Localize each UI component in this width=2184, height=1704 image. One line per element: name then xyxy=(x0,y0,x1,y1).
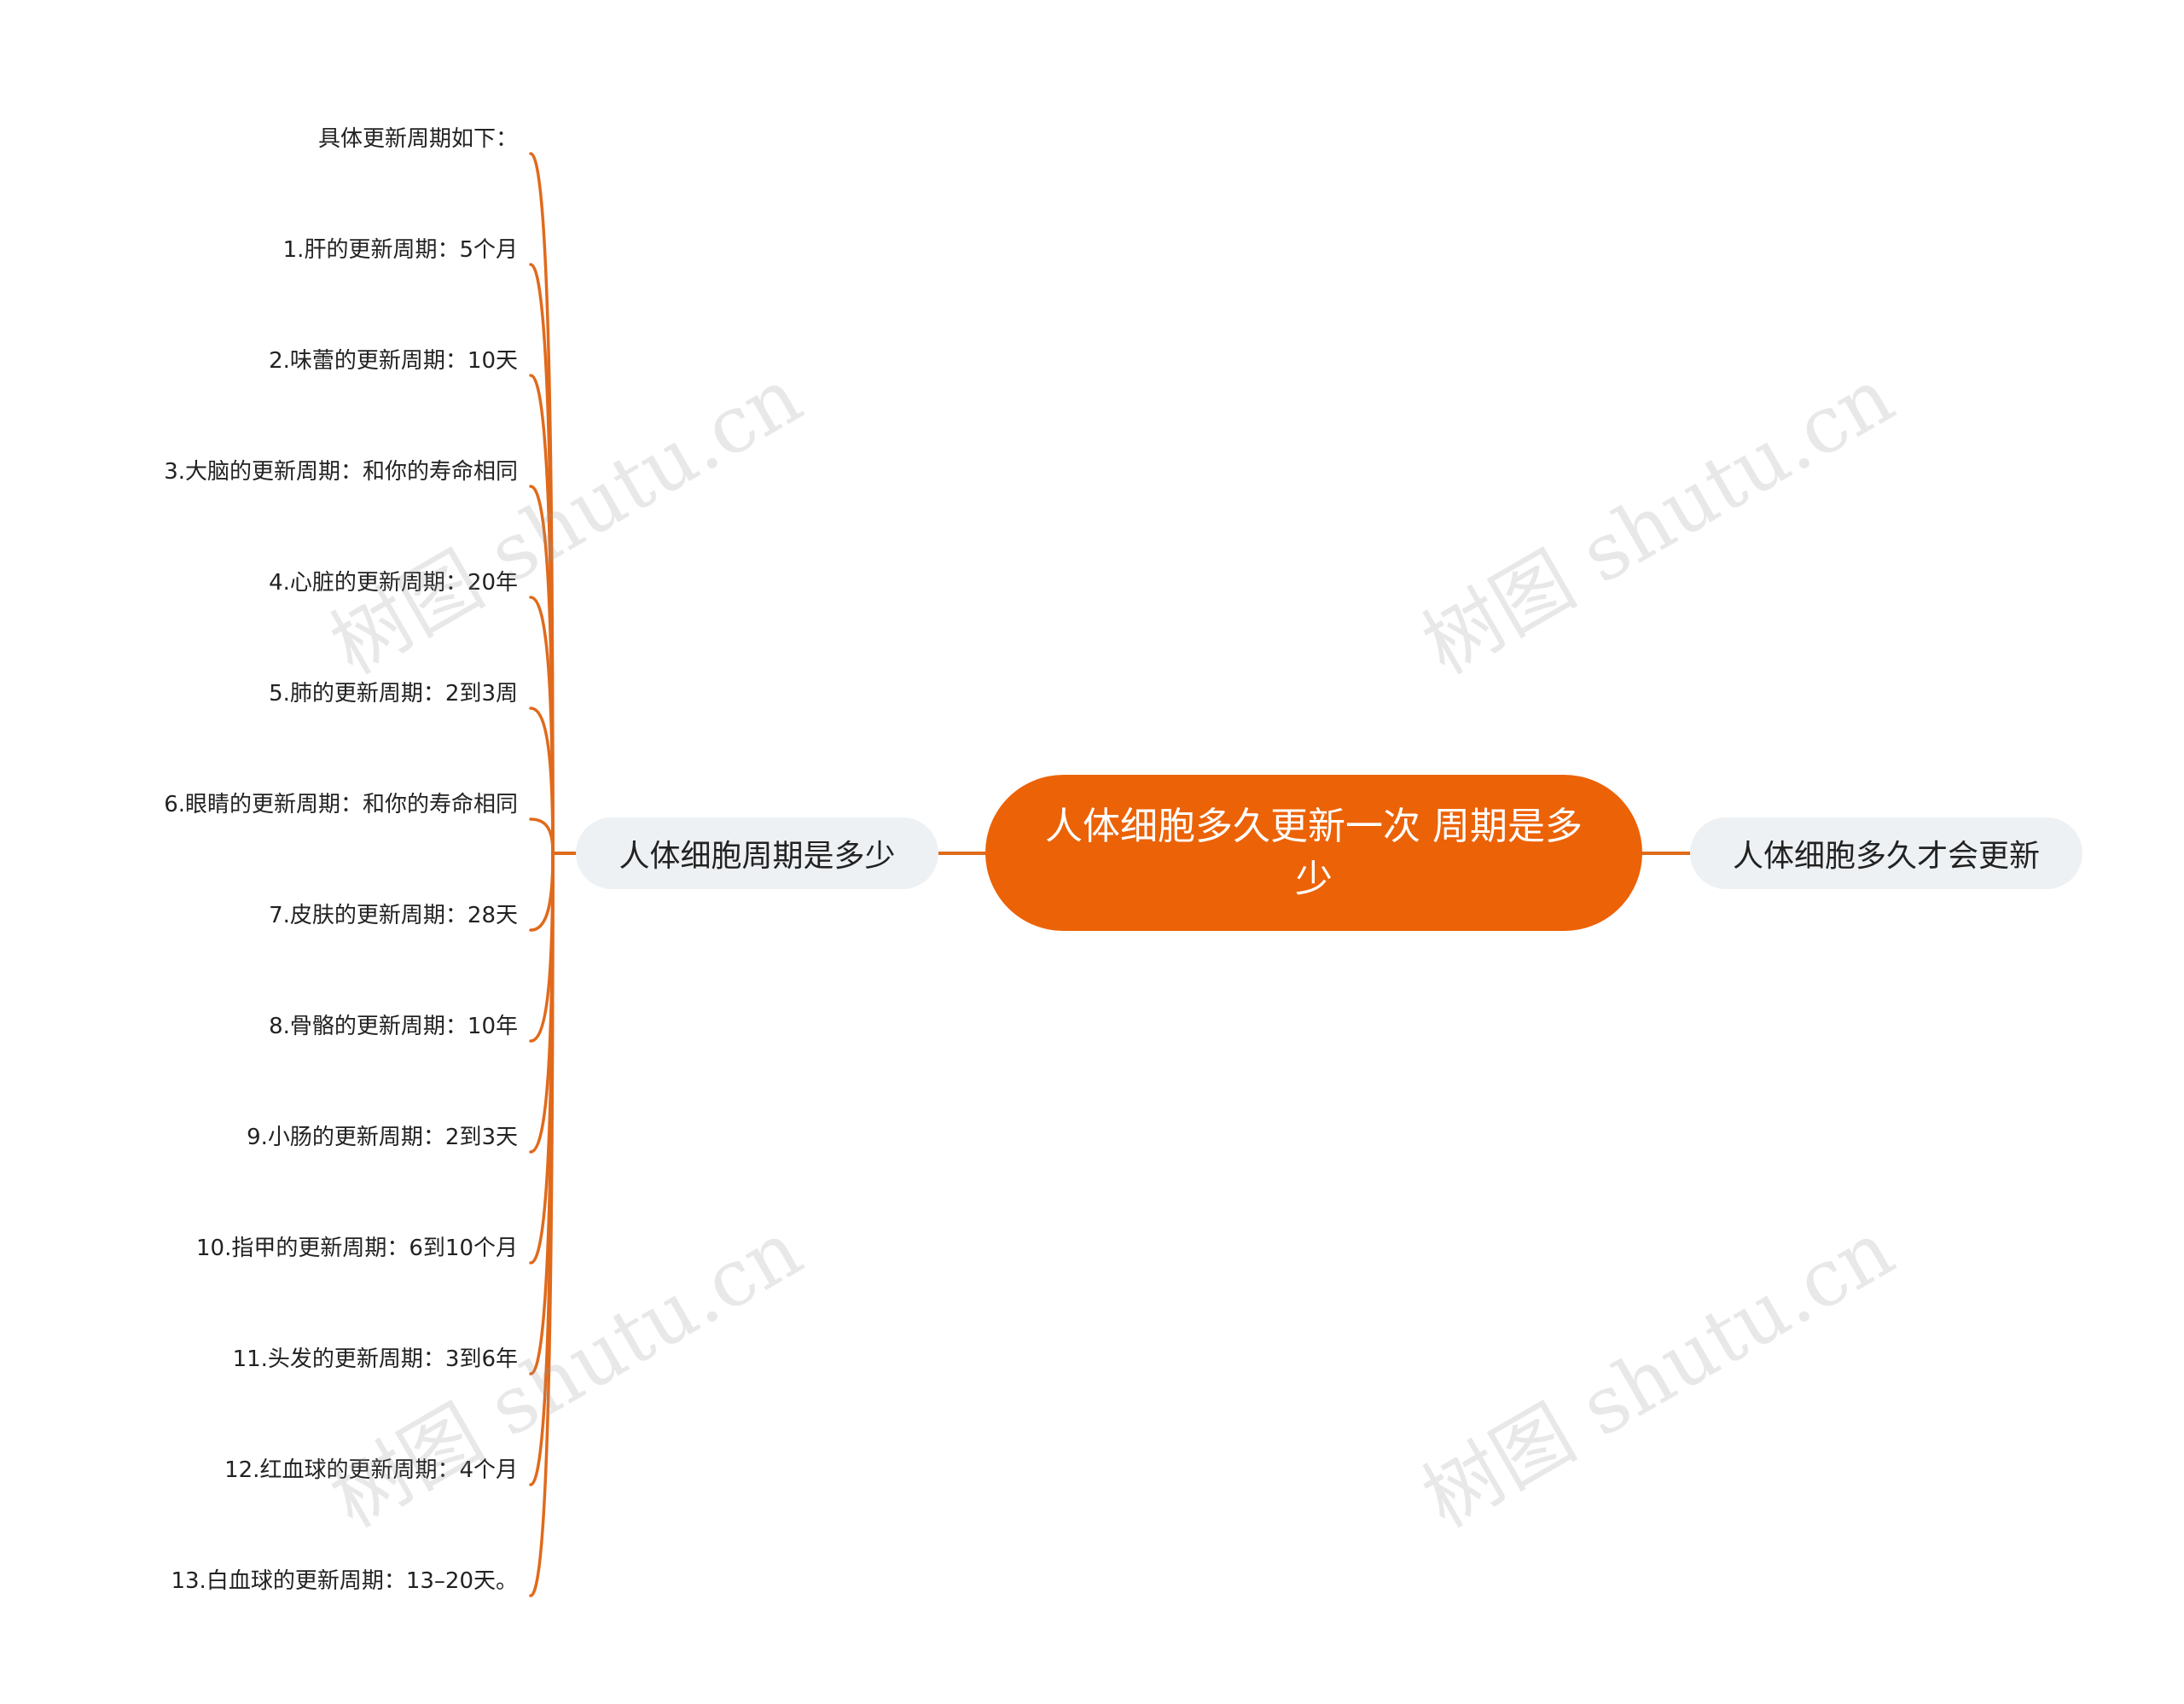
connector-line xyxy=(529,817,555,855)
leaf-topic-label: 10.指甲的更新周期：6到10个月 xyxy=(196,1235,518,1261)
leaf-topic-label: 6.眼睛的更新周期：和你的寿命相同 xyxy=(164,791,518,817)
root-topic-label: 人体细胞多久更新一次 周期是多少 xyxy=(1045,804,1583,901)
leaf-topic[interactable]: 6.眼睛的更新周期：和你的寿命相同 xyxy=(0,781,518,823)
connector-line xyxy=(529,852,555,1597)
leaf-topic[interactable]: 10.指甲的更新周期：6到10个月 xyxy=(0,1224,518,1267)
leaf-topic[interactable]: 2.味蕾的更新周期：10天 xyxy=(0,337,518,380)
leaf-topic-label: 13.白血球的更新周期：13–20天。 xyxy=(171,1567,518,1594)
connector-line xyxy=(529,707,555,855)
leaf-topic-label: 5.肺的更新周期：2到3周 xyxy=(269,680,518,707)
leaf-topic[interactable]: 12.红血球的更新周期：4个月 xyxy=(0,1446,518,1489)
branch-topic-right-label: 人体细胞多久才会更新 xyxy=(1732,839,2040,874)
leaf-topic[interactable]: 具体更新周期如下： xyxy=(0,115,518,158)
leaf-topic[interactable]: 7.皮肤的更新周期：28天 xyxy=(0,892,518,934)
leaf-topic-label: 11.头发的更新周期：3到6年 xyxy=(232,1346,518,1372)
leaf-topic-label: 12.红血球的更新周期：4个月 xyxy=(224,1457,518,1483)
leaf-topic[interactable]: 8.骨骼的更新周期：10年 xyxy=(0,1003,518,1045)
leaf-topic-label: 9.小肠的更新周期：2到3天 xyxy=(247,1124,518,1150)
leaf-topic-label: 具体更新周期如下： xyxy=(317,125,518,152)
connector-line xyxy=(529,852,555,932)
leaf-topic[interactable]: 3.大脑的更新周期：和你的寿命相同 xyxy=(0,448,518,491)
leaf-topic-label: 4.心脏的更新周期：20年 xyxy=(269,569,518,596)
leaf-topic[interactable]: 13.白血球的更新周期：13–20天。 xyxy=(0,1557,518,1600)
branch-topic-left-label: 人体细胞周期是多少 xyxy=(619,839,896,874)
leaf-topic[interactable]: 4.心脏的更新周期：20年 xyxy=(0,559,518,602)
leaf-topic-label: 3.大脑的更新周期：和你的寿命相同 xyxy=(164,458,518,485)
root-topic[interactable]: 人体细胞多久更新一次 周期是多少 xyxy=(985,775,1642,931)
leaf-topic-label: 1.肝的更新周期：5个月 xyxy=(282,236,518,263)
leaf-topic[interactable]: 11.头发的更新周期：3到6年 xyxy=(0,1335,518,1378)
branch-topic-left[interactable]: 人体细胞周期是多少 xyxy=(576,817,938,889)
leaf-topic-label: 2.味蕾的更新周期：10天 xyxy=(269,347,518,374)
leaf-topic[interactable]: 9.小肠的更新周期：2到3天 xyxy=(0,1114,518,1156)
leaf-topic-label: 8.骨骼的更新周期：10年 xyxy=(269,1013,518,1039)
leaf-topic[interactable]: 5.肺的更新周期：2到3周 xyxy=(0,670,518,712)
leaf-topic-label: 7.皮肤的更新周期：28天 xyxy=(269,902,518,928)
branch-topic-right[interactable]: 人体细胞多久才会更新 xyxy=(1690,817,2082,889)
leaf-topic[interactable]: 1.肝的更新周期：5个月 xyxy=(0,226,518,269)
